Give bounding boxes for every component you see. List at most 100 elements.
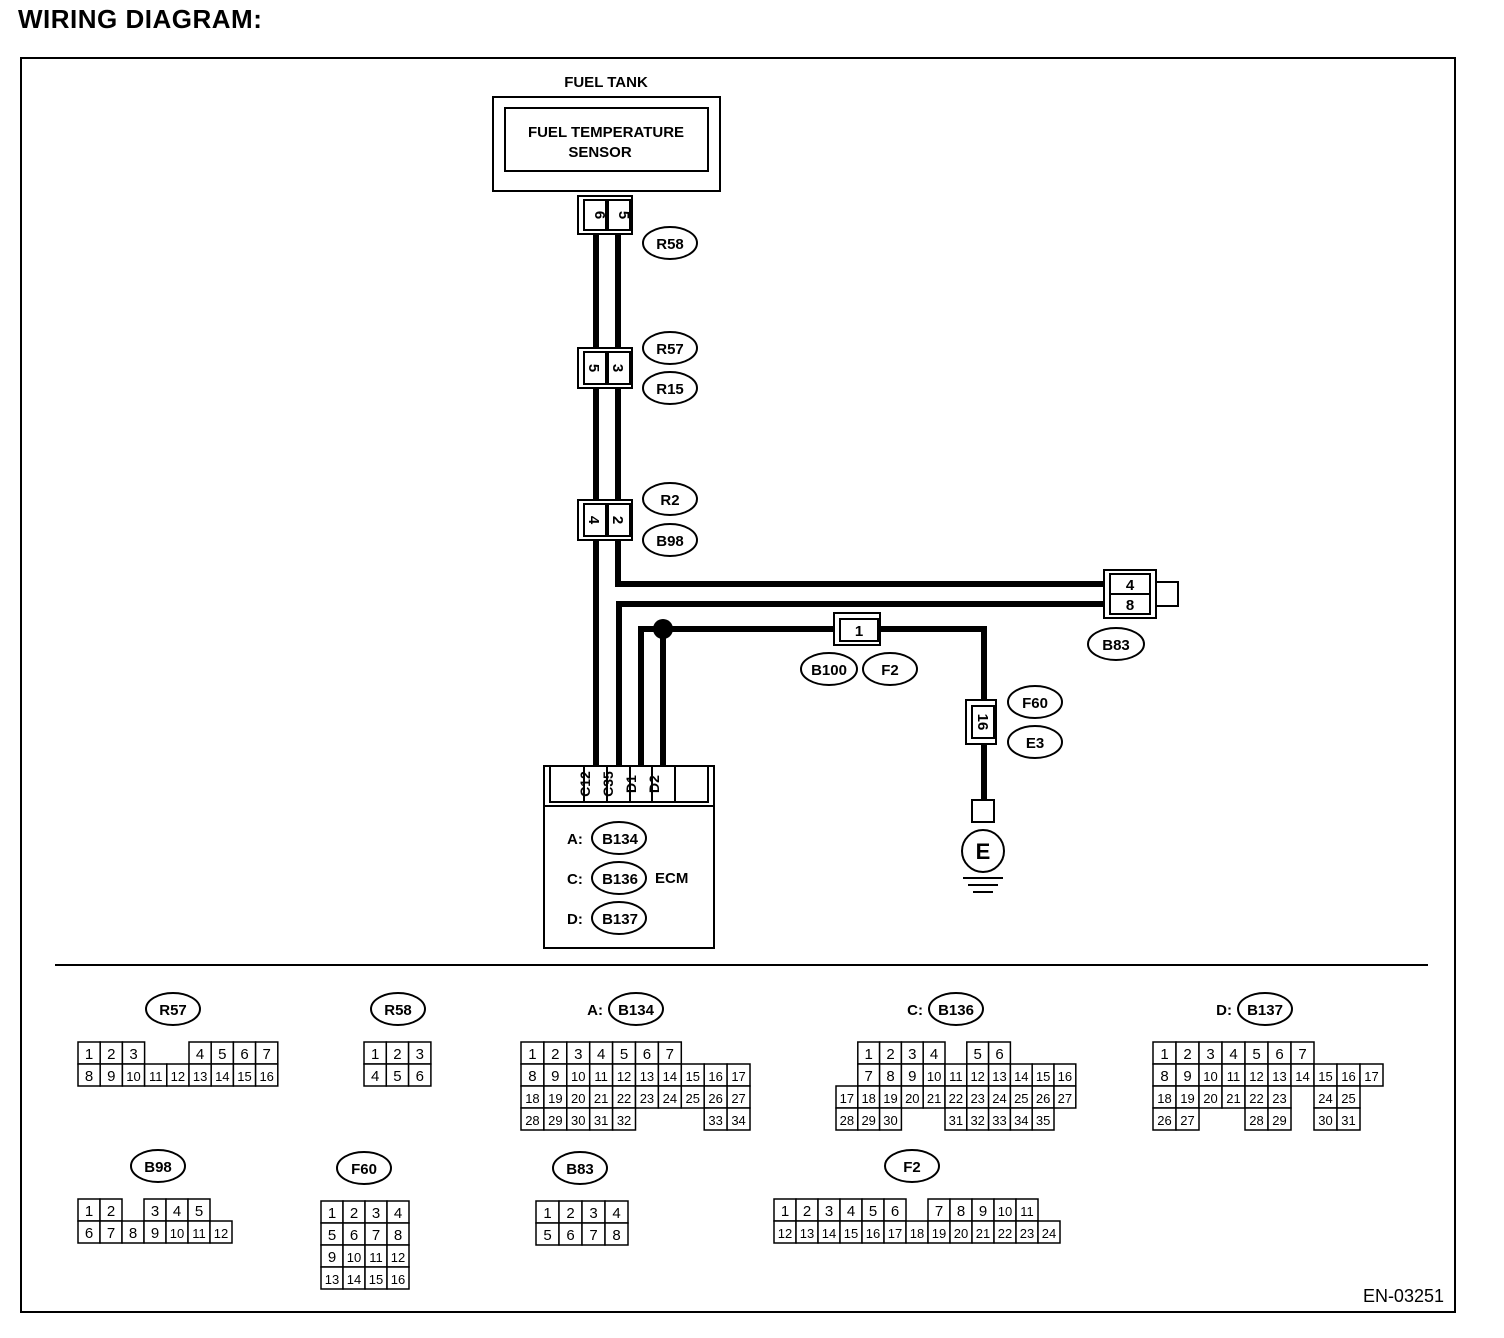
- face-tag-label: B83: [566, 1161, 594, 1178]
- ecm-pin-c35: C35: [600, 771, 616, 797]
- pin-cell: 11: [364, 1244, 388, 1268]
- face-tag-label: B136: [938, 1002, 974, 1019]
- sensor-label-line1: FUEL TEMPERATURE: [528, 124, 684, 141]
- pin-number: 13: [992, 1069, 1006, 1084]
- face-tag-label: B134: [618, 1002, 655, 1019]
- pin-number: 1: [1160, 1046, 1168, 1063]
- pin-cell: 3: [566, 1041, 591, 1065]
- pin-cell: 10: [1198, 1063, 1223, 1087]
- pin-number: 14: [347, 1272, 361, 1287]
- pin-number: 11: [1227, 1069, 1241, 1084]
- pin-cell: 23: [634, 1085, 660, 1109]
- pin-number: 13: [1272, 1069, 1286, 1084]
- pin-cell: 1: [77, 1041, 101, 1065]
- fuel-tank-box: [492, 96, 721, 192]
- pin-cell: 6: [1267, 1041, 1292, 1065]
- pin-number: 27: [1180, 1113, 1194, 1128]
- sensor-label-line2: SENSOR: [568, 144, 632, 161]
- tag-b83: B83: [1087, 627, 1145, 661]
- pin-number: 24: [992, 1091, 1006, 1106]
- pin-number: 17: [888, 1226, 902, 1241]
- face-tag-b136: C:B136: [907, 992, 984, 1026]
- pin-cell: 10: [993, 1198, 1017, 1222]
- pin-cell: 8: [386, 1222, 410, 1246]
- pin-number: 5: [393, 1068, 401, 1085]
- r2-pin-a: 4: [585, 516, 602, 525]
- pin-number: 7: [107, 1225, 115, 1242]
- ecm-conn-b134: B134: [602, 831, 639, 848]
- pin-number: 20: [571, 1091, 585, 1106]
- pin-number: 9: [551, 1068, 559, 1085]
- face-tag-label: R58: [384, 1002, 412, 1019]
- r58-pin-b: 5: [615, 211, 632, 219]
- pin-cell: 31: [1336, 1107, 1361, 1131]
- pin-number: 35: [1036, 1113, 1050, 1128]
- pin-cell: 26: [1152, 1107, 1177, 1131]
- pin-cell: 2: [385, 1041, 410, 1065]
- pin-number: 8: [957, 1203, 965, 1220]
- tag-r58: R58: [642, 226, 698, 260]
- pin-cell: 16: [254, 1063, 279, 1087]
- pin-cell: 20: [1198, 1085, 1223, 1109]
- pin-number: 5: [1252, 1046, 1260, 1063]
- fuel-temperature-sensor-box: [504, 107, 709, 172]
- face-tag-r58: R58: [370, 992, 426, 1026]
- pin-number: 33: [708, 1113, 722, 1128]
- pin-number: 3: [908, 1046, 916, 1063]
- pin-number: 4: [1229, 1046, 1237, 1063]
- face-prefix: A:: [587, 1002, 603, 1019]
- connector-r57: 5 3: [577, 347, 633, 389]
- pin-number: 5: [620, 1046, 628, 1063]
- pin-number: 4: [394, 1205, 402, 1222]
- connector-f60: 16: [965, 699, 997, 745]
- tag-r15: R15: [642, 371, 698, 405]
- pin-cell: 27: [1053, 1085, 1077, 1109]
- tag-b98: B98: [642, 523, 698, 557]
- pin-number: 15: [1318, 1069, 1332, 1084]
- pin-cell: 7: [927, 1198, 951, 1222]
- pin-cell: 6: [634, 1041, 660, 1065]
- svg-text:F60: F60: [1022, 695, 1048, 712]
- pin-number: 28: [525, 1113, 539, 1128]
- pin-cell: 12: [386, 1244, 410, 1268]
- pin-number: 21: [594, 1091, 608, 1106]
- pin-cell: 5: [611, 1041, 637, 1065]
- pin-cell: 7: [364, 1222, 388, 1246]
- tag-b100: B100: [800, 652, 858, 686]
- b100-pin: 1: [855, 623, 863, 640]
- pin-number: 9: [328, 1249, 336, 1266]
- pin-cell: 5: [1244, 1041, 1269, 1065]
- pin-cell: 6: [407, 1063, 432, 1087]
- ecm-pin-c12: C12: [577, 771, 593, 797]
- pin-number: 13: [640, 1069, 654, 1084]
- pin-number: 22: [949, 1091, 963, 1106]
- pin-cell: 25: [680, 1085, 705, 1109]
- pin-number: 17: [731, 1069, 745, 1084]
- pin-cell: 4: [839, 1198, 863, 1222]
- pin-cell: 9: [143, 1220, 167, 1244]
- pin-number: 2: [551, 1046, 559, 1063]
- face-tag-label: B98: [144, 1159, 172, 1176]
- pin-number: 24: [1318, 1091, 1332, 1106]
- pin-number: 6: [85, 1225, 93, 1242]
- pin-number: 2: [350, 1205, 358, 1222]
- pin-cell: 22: [993, 1220, 1017, 1244]
- r2-pin-b: 2: [609, 516, 626, 524]
- pin-number: 27: [731, 1091, 745, 1106]
- pin-number: 17: [840, 1091, 854, 1106]
- svg-text:B100: B100: [811, 662, 847, 679]
- pin-cell: 15: [839, 1220, 863, 1244]
- pin-cell: 8: [121, 1220, 145, 1244]
- pin-cell: 16: [861, 1220, 885, 1244]
- pin-cell: 6: [77, 1220, 101, 1244]
- pin-cell: 6: [342, 1222, 366, 1246]
- pin-cell: 15: [1031, 1063, 1055, 1087]
- pin-cell: 23: [1015, 1220, 1039, 1244]
- pin-cell: 13: [987, 1063, 1012, 1087]
- pin-cell: 12: [1244, 1063, 1269, 1087]
- pin-cell: 33: [987, 1107, 1012, 1131]
- pin-cell: 22: [1244, 1085, 1269, 1109]
- pin-number: 13: [193, 1069, 207, 1084]
